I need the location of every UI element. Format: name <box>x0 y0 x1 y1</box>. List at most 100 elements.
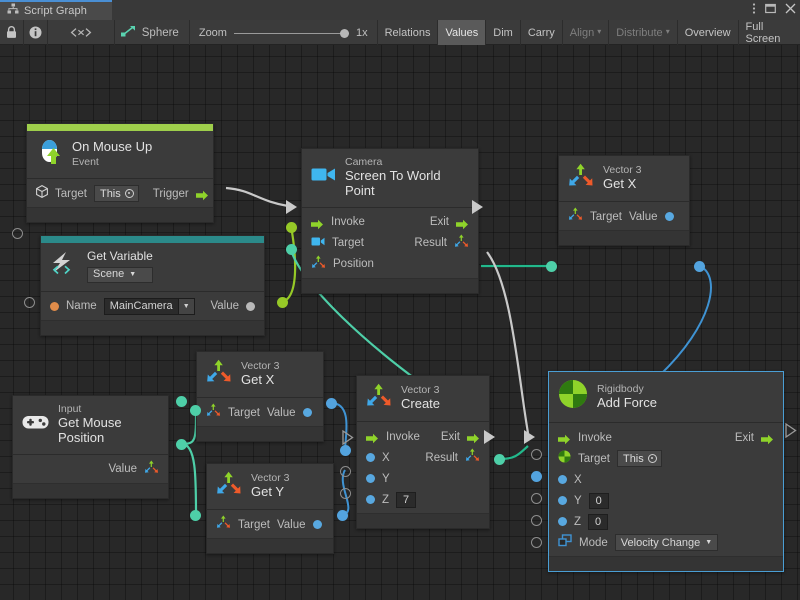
toolbar-button-label: Values <box>445 27 478 39</box>
port-camera-position[interactable] <box>286 244 297 255</box>
toolbar-button-align[interactable]: Align ▾ <box>563 20 609 45</box>
node-vector3-get-x-mid[interactable]: Vector 3 Get X Target Value <box>196 351 324 442</box>
node-subtitle: Event <box>72 156 152 168</box>
toolbar-button-overview[interactable]: Overview <box>678 20 739 45</box>
node-get-variable[interactable]: Get Variable Scene ▼ Name MainCamera ▼ <box>40 235 265 336</box>
port-create-y[interactable] <box>340 466 351 477</box>
port-dot-name[interactable] <box>50 302 59 311</box>
toolbar-button-distribute[interactable]: Distribute ▾ <box>609 20 677 45</box>
port-dot-x[interactable] <box>366 453 375 462</box>
port-add-force-target[interactable] <box>531 449 542 460</box>
port-vector3-get-x-top-value[interactable] <box>694 261 705 272</box>
port-dot-value[interactable] <box>246 302 255 311</box>
node-subtitle: Vector 3 <box>603 164 642 176</box>
node-camera-screen-to-world-point[interactable]: Camera Screen To World Point Invoke Exit <box>301 148 479 294</box>
port-row-y: Y 0 <box>549 490 783 511</box>
object-picker-icon[interactable] <box>648 454 657 463</box>
node-vector3-create[interactable]: Vector 3 Create Invoke Exit <box>356 375 490 529</box>
toolbar-button-values[interactable]: Values <box>438 20 486 45</box>
flow-in-arrow-icon[interactable] <box>311 217 324 228</box>
node-vector3-get-y[interactable]: Vector 3 Get Y Target Value <box>206 463 334 554</box>
zoom-knob[interactable] <box>340 29 349 38</box>
port-vector3-get-x-mid-target[interactable] <box>190 405 201 416</box>
result-label: Result <box>425 452 458 464</box>
port-create-z[interactable] <box>340 488 351 499</box>
flow-out-arrow-icon[interactable] <box>761 432 774 443</box>
target-value-chip[interactable]: This <box>617 450 662 467</box>
toolbar-button-carry[interactable]: Carry <box>521 20 563 45</box>
script-graph-icon <box>7 2 19 20</box>
node-title: Get Mouse Position <box>58 416 159 446</box>
variable-name-field[interactable]: MainCamera ▼ <box>104 298 195 315</box>
maximize-icon[interactable] <box>765 3 776 17</box>
node-body: Invoke Exit Target <box>302 208 478 278</box>
info-icon[interactable] <box>24 20 48 45</box>
toolbar-button-full-screen[interactable]: Full Screen <box>739 20 800 45</box>
port-camera-target[interactable] <box>286 222 297 233</box>
port-create-result[interactable] <box>494 454 505 465</box>
object-picker-icon[interactable] <box>125 189 134 198</box>
vector3-icon <box>568 207 583 226</box>
graph-canvas[interactable]: On Mouse Up Event Target This <box>0 45 800 600</box>
node-input-get-mouse-position[interactable]: Input Get Mouse Position Value <box>12 395 169 499</box>
port-dot-y[interactable] <box>366 474 375 483</box>
flow-in-arrow-icon[interactable] <box>558 432 571 443</box>
graph-name-field[interactable]: Sphere <box>115 20 190 45</box>
port-dot-value[interactable] <box>665 212 674 221</box>
chevron-down-icon[interactable]: ▼ <box>179 298 195 315</box>
node-vector3-get-x-top[interactable]: Vector 3 Get X Target Value <box>558 155 690 246</box>
port-add-force-mode[interactable] <box>531 537 542 548</box>
port-add-force-x[interactable] <box>531 471 542 482</box>
target-value-chip[interactable]: This <box>94 185 139 202</box>
kebab-menu-icon[interactable] <box>752 2 756 18</box>
port-add-force-z[interactable] <box>531 515 542 526</box>
port-camera-exit[interactable] <box>472 200 483 214</box>
port-dot-x[interactable] <box>558 475 567 484</box>
port-dot-z[interactable] <box>366 495 375 504</box>
port-vector3-get-y-value[interactable] <box>337 510 348 521</box>
port-dot-y[interactable] <box>558 496 567 505</box>
vector3-icon <box>206 359 232 389</box>
z-value-field[interactable]: 7 <box>396 492 416 508</box>
port-input-value-relay[interactable] <box>176 396 187 407</box>
tab-script-graph[interactable]: Script Graph <box>0 0 112 20</box>
flow-out-arrow-icon[interactable] <box>467 431 480 442</box>
zoom-slider[interactable] <box>234 27 349 39</box>
flow-out-arrow-icon[interactable] <box>456 217 469 228</box>
node-accent-bar <box>41 236 264 243</box>
lock-icon[interactable] <box>0 20 24 45</box>
get-variable-icon <box>50 251 78 282</box>
port-add-force-invoke[interactable] <box>524 430 535 444</box>
toolbar-button-relations[interactable]: Relations <box>378 20 439 45</box>
zoom-control[interactable]: Zoom 1x <box>190 20 378 45</box>
port-camera-invoke[interactable] <box>286 200 297 214</box>
port-input-value[interactable] <box>176 439 187 450</box>
node-on-mouse-up[interactable]: On Mouse Up Event Target This <box>26 123 214 223</box>
port-on-mouse-up-target[interactable] <box>12 228 23 239</box>
flow-out-arrow-icon[interactable] <box>196 188 209 199</box>
port-create-exit[interactable] <box>484 430 495 444</box>
port-get-variable-name[interactable] <box>24 297 35 308</box>
flow-in-arrow-icon[interactable] <box>366 431 379 442</box>
variable-scope-dropdown[interactable]: Scene ▼ <box>87 267 153 283</box>
code-icon[interactable] <box>48 20 115 45</box>
port-vector3-get-x-mid-value[interactable] <box>326 398 337 409</box>
port-vector3-get-y-target[interactable] <box>190 510 201 521</box>
port-dot-z[interactable] <box>558 517 567 526</box>
z-value-field[interactable]: 0 <box>588 514 608 530</box>
port-camera-result[interactable] <box>546 261 557 272</box>
node-footer <box>559 230 689 245</box>
close-icon[interactable] <box>785 3 796 17</box>
y-value-field[interactable]: 0 <box>589 493 609 509</box>
port-add-force-y[interactable] <box>531 493 542 504</box>
chevron-down-icon: ▼ <box>705 539 712 546</box>
port-dot-value[interactable] <box>303 408 312 417</box>
port-create-invoke[interactable] <box>342 430 353 444</box>
enum-icon <box>558 534 572 552</box>
mode-dropdown[interactable]: Velocity Change ▼ <box>615 534 718 551</box>
port-dot-value[interactable] <box>313 520 322 529</box>
port-create-x[interactable] <box>340 445 351 456</box>
port-get-variable-value[interactable] <box>277 297 288 308</box>
node-rigidbody-add-force[interactable]: Rigidbody Add Force Invoke Exit <box>548 371 784 572</box>
toolbar-button-dim[interactable]: Dim <box>486 20 521 45</box>
